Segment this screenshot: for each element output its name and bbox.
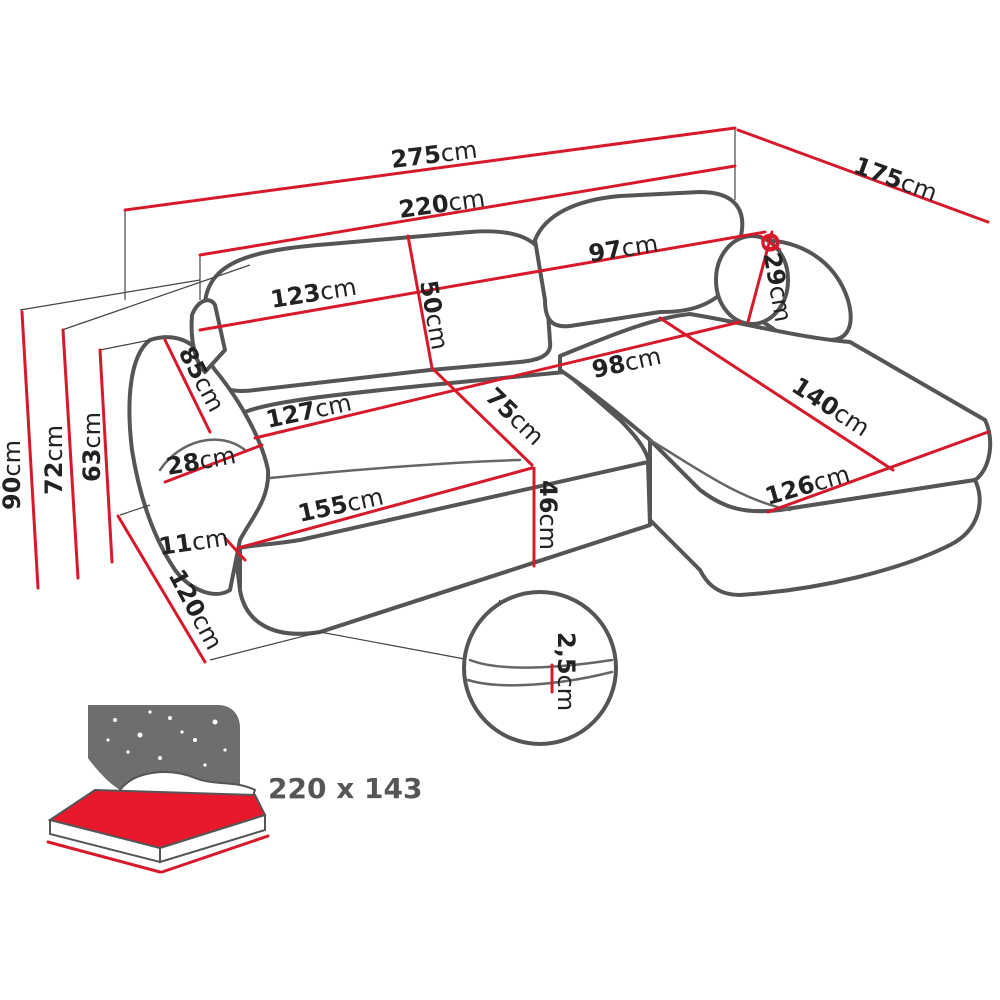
label-220: 220cm	[397, 184, 487, 224]
dim-line-11	[223, 536, 247, 562]
dim-line-126	[766, 430, 990, 514]
dim-line-63	[98, 348, 114, 564]
label-175: 175cm	[850, 151, 941, 207]
dim-line-72	[61, 328, 80, 580]
dimension-lines	[19, 126, 990, 694]
dim-line-127-98	[253, 320, 742, 440]
left-armrest	[127, 335, 271, 596]
seat-seam	[268, 458, 522, 480]
dim-line-75	[430, 366, 534, 467]
label-28: 28cm	[164, 441, 238, 481]
bed-function-icon: 220 x 143	[46, 705, 422, 874]
dim-line-120	[116, 514, 207, 664]
dim-line-155	[236, 466, 534, 550]
label-50: 50cm	[414, 278, 454, 352]
label-46: 46cm	[534, 480, 562, 550]
label-90: 90cm	[0, 440, 26, 510]
label-72: 72cm	[40, 425, 68, 495]
chaise-seam	[648, 438, 792, 512]
label-2-5: 2,5cm	[552, 632, 580, 711]
stars-icon	[106, 710, 227, 767]
dim-line-85	[163, 338, 212, 434]
dim-line-28	[163, 443, 264, 484]
foam-detail	[319, 590, 618, 746]
dim-line-175	[736, 128, 990, 224]
night-sky-icon	[88, 705, 240, 790]
armrest-seam	[158, 438, 247, 472]
left-back-side	[189, 298, 227, 374]
back-cushion-left	[203, 229, 553, 393]
dim-line-50	[406, 234, 434, 370]
dim-line-220	[198, 164, 737, 257]
bed-frame-icon	[49, 813, 266, 864]
label-29: Ø29cm	[754, 230, 797, 324]
dim-line-29	[746, 230, 774, 324]
label-97: 97cm	[587, 229, 661, 268]
dim-line-123-97	[198, 230, 767, 332]
dim-line-90	[20, 310, 40, 590]
sofa-drawing	[127, 190, 993, 636]
label-63: 63cm	[78, 412, 106, 482]
label-11: 11cm	[157, 523, 230, 560]
chaise-front	[648, 438, 982, 597]
label-275: 275cm	[389, 136, 478, 174]
dim-line-140	[658, 316, 895, 472]
dim-line-275	[123, 126, 737, 212]
bed-size-label: 220 x 143	[268, 772, 422, 805]
